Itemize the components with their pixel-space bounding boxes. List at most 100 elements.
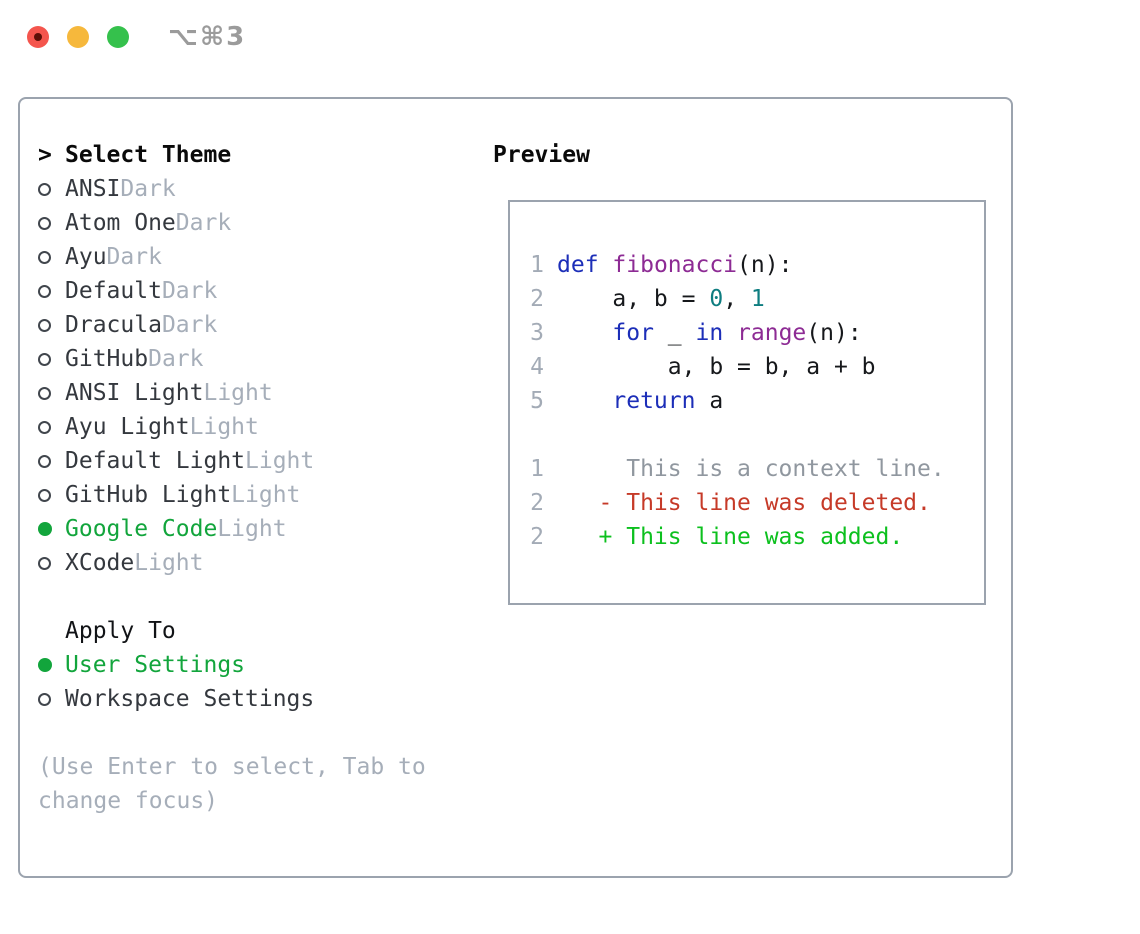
line-number: 1	[530, 252, 544, 278]
theme-item[interactable]: Default Light Light	[38, 444, 426, 478]
line-number: 3	[530, 320, 544, 346]
code-text: a, b = 0, 1	[557, 282, 765, 316]
theme-item[interactable]: Default Dark	[38, 274, 426, 308]
theme-item[interactable]: Google Code Light	[38, 512, 426, 546]
radio-marker	[38, 556, 65, 570]
theme-name: Default	[65, 278, 162, 304]
code-token: for	[612, 320, 654, 346]
code-line: 2 a, b = 0, 1	[510, 282, 984, 316]
radio-marker	[38, 182, 65, 196]
code-text: This is a context line.	[557, 452, 945, 486]
radio-circle-icon	[38, 420, 51, 434]
radio-circle-icon	[38, 454, 51, 468]
radio-circle-icon	[38, 318, 51, 332]
code-text: a, b = b, a + b	[557, 350, 876, 384]
code-token: 0	[709, 286, 724, 312]
code-line: 5 return a	[510, 384, 984, 418]
code-token: _	[653, 320, 696, 346]
theme-name: ANSI Light	[65, 380, 204, 406]
theme-name: Atom One	[65, 210, 176, 236]
theme-item[interactable]: ANSI Dark	[38, 172, 426, 206]
cursor-icon: >	[38, 142, 52, 168]
code-token: ,	[723, 286, 751, 312]
code-token: - This line was deleted.	[557, 490, 931, 516]
apply-option[interactable]: User Settings	[38, 648, 426, 682]
code-token: return	[612, 388, 696, 414]
theme-item[interactable]: Ayu Dark	[38, 240, 426, 274]
theme-variant: Dark	[161, 278, 218, 304]
theme-item[interactable]: Ayu Light Light	[38, 410, 426, 444]
radio-circle-icon	[38, 692, 51, 706]
hint-line: change focus)	[38, 788, 219, 814]
theme-variant: Dark	[106, 244, 162, 270]
zoom-button[interactable]	[107, 26, 129, 48]
code-line	[510, 418, 984, 452]
code-token: 1	[750, 286, 765, 312]
radio-circle-icon	[38, 352, 51, 366]
apply-to-title: Apply To	[65, 618, 176, 644]
radio-marker	[38, 454, 65, 468]
theme-name: GitHub Light	[65, 482, 232, 508]
apply-option-label: User Settings	[65, 652, 246, 678]
radio-marker	[38, 420, 65, 434]
code-text: return a	[557, 384, 723, 418]
code-text: for _ in range(n):	[557, 316, 862, 350]
line-number: 4	[530, 354, 544, 380]
minimize-button[interactable]	[67, 26, 89, 48]
theme-variant: Dark	[148, 346, 204, 372]
code-line: 2 + This line was added.	[510, 520, 984, 554]
theme-item[interactable]: GitHub Light Light	[38, 478, 426, 512]
radio-circle-icon	[38, 386, 51, 400]
select-theme-header: >Select Theme	[38, 138, 426, 172]
code-token: a	[695, 388, 724, 414]
theme-variant: Light	[189, 414, 259, 440]
theme-variant: Light	[231, 482, 301, 508]
radio-circle-icon	[38, 488, 51, 502]
theme-variant: Dark	[120, 176, 176, 202]
preview-title: Preview	[493, 142, 590, 168]
theme-variant: Light	[134, 550, 204, 576]
radio-marker	[38, 658, 65, 672]
radio-marker	[38, 352, 65, 366]
theme-item[interactable]: XCode Light	[38, 546, 426, 580]
theme-item[interactable]: Dracula Dark	[38, 308, 426, 342]
code-line: 4 a, b = b, a + b	[510, 350, 984, 384]
code-line: 1 This is a context line.	[510, 452, 984, 486]
code-token: This is a context line.	[557, 456, 945, 482]
theme-name: Ayu	[65, 244, 107, 270]
code-token	[723, 320, 737, 346]
theme-item[interactable]: ANSI Light Light	[38, 376, 426, 410]
theme-item[interactable]: GitHub Dark	[38, 342, 426, 376]
code-token: a, b =	[557, 286, 710, 312]
close-button[interactable]	[27, 26, 49, 48]
window-controls	[27, 26, 129, 48]
radio-marker	[38, 216, 65, 230]
theme-name: Default Light	[65, 448, 246, 474]
line-number: 2	[530, 524, 544, 550]
line-number: 1	[530, 456, 544, 482]
theme-item[interactable]: Atom One Dark	[38, 206, 426, 240]
apply-to-header: Apply To	[38, 614, 426, 648]
code-token: + This line was added.	[557, 524, 904, 550]
code-token: def	[557, 252, 599, 278]
code-line: 1 def fibonacci(n):	[510, 248, 984, 282]
code-token: in	[695, 320, 724, 346]
theme-variant: Light	[217, 516, 287, 542]
radio-marker	[38, 318, 65, 332]
apply-option[interactable]: Workspace Settings	[38, 682, 426, 716]
theme-name: GitHub	[65, 346, 149, 372]
line-number: 2	[530, 490, 544, 516]
code-text: def fibonacci(n):	[557, 248, 792, 282]
theme-name: ANSI	[65, 176, 121, 202]
code-token: (n):	[806, 320, 862, 346]
code-token: fibonacci	[612, 252, 738, 278]
radio-selected-icon	[38, 658, 52, 672]
